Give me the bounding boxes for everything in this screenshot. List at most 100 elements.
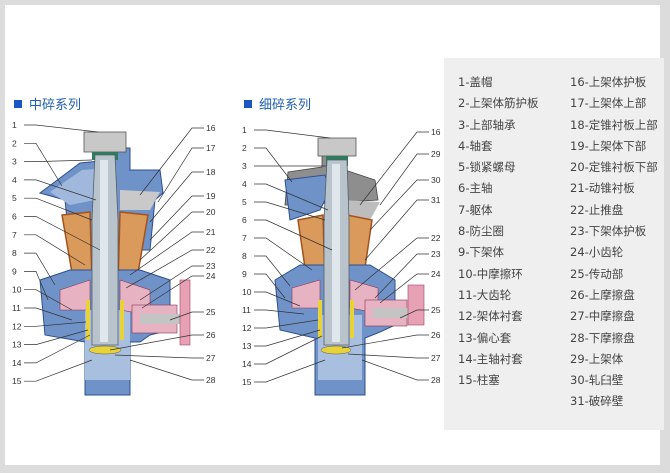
callout-label: 9 xyxy=(242,269,247,279)
leader-line xyxy=(379,153,429,206)
section-title-text: 中碎系列 xyxy=(29,98,82,113)
leader-line xyxy=(254,335,323,365)
callout-label: 2 xyxy=(12,138,17,148)
callout-label: 4 xyxy=(12,175,17,185)
callout-label: 28 xyxy=(431,375,441,385)
leader-line xyxy=(254,359,326,383)
callout-label: 21 xyxy=(206,227,216,237)
legend-item: 25-传动部 xyxy=(570,266,624,281)
leader-line xyxy=(254,291,301,307)
leader-line xyxy=(369,179,429,231)
callout-label: 23 xyxy=(431,249,441,259)
leader-line xyxy=(347,353,429,359)
callout-label: 25 xyxy=(206,307,216,317)
callout-label: 20 xyxy=(206,207,216,217)
callout-label: 8 xyxy=(12,248,17,258)
leader-line xyxy=(341,334,429,349)
legend-item: 21-动锥衬板 xyxy=(570,181,635,196)
callout-label: 7 xyxy=(242,233,247,243)
leader-line xyxy=(24,159,93,162)
legend-item: 2-上架体筋护板 xyxy=(458,96,539,111)
legend-item: 8-防尘圈 xyxy=(458,224,504,239)
callout-label: 11 xyxy=(242,305,251,315)
callout-label: 10 xyxy=(242,287,252,297)
callout-label: 26 xyxy=(431,330,441,340)
callout-label: 9 xyxy=(12,266,17,276)
leader-line xyxy=(364,199,429,261)
callout-label: 30 xyxy=(431,175,441,185)
callout-label: 24 xyxy=(431,269,441,279)
legend-item: 24-小齿轮 xyxy=(570,245,624,260)
callout-label: 28 xyxy=(206,375,216,385)
leader-line xyxy=(149,171,204,223)
legend-item: 12-架体衬套 xyxy=(458,309,523,324)
legend-item: 4-轴套 xyxy=(458,138,493,153)
leader-line xyxy=(24,271,49,301)
callout-label: 8 xyxy=(242,251,247,261)
leader-line xyxy=(254,273,286,299)
legend-item: 22-止推盘 xyxy=(570,202,624,217)
legend-item: 28-下摩擦盘 xyxy=(570,330,635,345)
callout-label: 25 xyxy=(431,305,441,315)
leader-line xyxy=(254,147,293,183)
callout-label: 2 xyxy=(242,143,247,153)
legend-item: 20-定锥衬板下部 xyxy=(570,160,658,175)
callout-label: 6 xyxy=(12,212,17,222)
leader-line xyxy=(379,273,429,304)
leader-line xyxy=(24,234,86,266)
legend-item: 6-主轴 xyxy=(458,181,493,196)
leader-line xyxy=(354,237,429,291)
callout-label: 29 xyxy=(431,149,441,159)
leader-line xyxy=(254,237,313,271)
callout-label: 13 xyxy=(12,340,22,350)
leader-line xyxy=(24,359,93,382)
leader-line xyxy=(24,179,97,201)
legend-item: 29-上架体 xyxy=(570,351,624,366)
legend-item: 7-躯体 xyxy=(458,202,493,217)
leader-line xyxy=(254,255,291,287)
callout-label: 1 xyxy=(242,125,247,135)
leader-line xyxy=(139,265,204,301)
legend-item: 11-大齿轮 xyxy=(458,287,512,302)
leader-line xyxy=(254,219,333,251)
legend-item: 15-柱塞 xyxy=(458,373,500,388)
callout-label: 3 xyxy=(242,161,247,171)
leader-line xyxy=(359,131,429,206)
callout-label: 13 xyxy=(242,341,252,351)
crusher-diagram-medium: 1234567891011121314151617181920212223242… xyxy=(12,120,216,396)
callout-label: 19 xyxy=(206,191,216,201)
leader-line xyxy=(24,124,99,133)
legend-item: 14-主轴衬套 xyxy=(458,351,523,366)
callout-label: 23 xyxy=(206,261,216,271)
crusher-body xyxy=(38,131,191,396)
callout-label: 31 xyxy=(431,195,441,205)
leader-line xyxy=(254,129,331,139)
callout-label: 5 xyxy=(12,193,17,203)
callout-label: 17 xyxy=(206,143,216,153)
callout-label: 5 xyxy=(242,197,247,207)
leader-line xyxy=(374,253,429,299)
callout-label: 12 xyxy=(242,323,252,333)
callout-label: 22 xyxy=(206,245,216,255)
legend-item: 18-定锥衬板上部 xyxy=(570,117,658,132)
leader-line xyxy=(149,195,204,241)
leader-line xyxy=(169,311,204,321)
legend-item: 31-破碎壁 xyxy=(570,394,624,409)
leader-line xyxy=(24,329,89,345)
callout-label: 12 xyxy=(12,321,22,331)
callout-label: 7 xyxy=(12,230,17,240)
callout-label: 18 xyxy=(206,167,216,177)
legend-item: 19-上架体下部 xyxy=(570,138,647,153)
callout-label: 22 xyxy=(431,233,441,243)
leader-line xyxy=(141,275,204,309)
leader-line xyxy=(24,307,73,321)
leader-line xyxy=(24,334,91,364)
callout-label: 14 xyxy=(12,358,22,368)
legend-item: 26-上摩擦盘 xyxy=(570,287,635,302)
callout-label: 11 xyxy=(12,303,21,313)
leader-line xyxy=(139,211,204,261)
crusher-body xyxy=(274,137,425,396)
